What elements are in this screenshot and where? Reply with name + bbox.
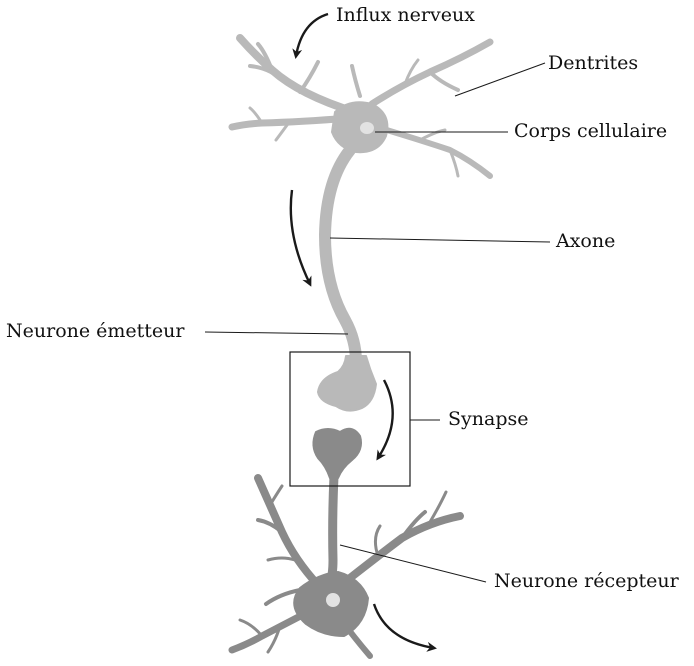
receiver-leader — [340, 545, 486, 582]
dendrites-leader — [455, 63, 545, 96]
axon-leader — [330, 238, 550, 242]
synapse-arrow — [378, 380, 393, 458]
synapse-label: Synapse — [448, 410, 528, 429]
influx-label: Influx nerveux — [336, 6, 475, 25]
axon-arrow — [291, 190, 310, 284]
cell-body-label: Corps cellulaire — [514, 122, 667, 141]
receiver-nucleus — [326, 593, 340, 607]
sender-label: Neurone émetteur — [6, 322, 185, 341]
influx-arrow — [296, 14, 328, 56]
output-arrow — [374, 604, 434, 648]
axon-label: Axone — [556, 232, 615, 251]
sender-nucleus — [360, 122, 374, 134]
sender-neuron — [232, 38, 490, 411]
dendrites-label: Dentrites — [548, 54, 638, 73]
receiver-label: Neurone récepteur — [494, 572, 679, 591]
sender-leader — [205, 332, 348, 334]
receiver-neuron — [232, 429, 460, 656]
